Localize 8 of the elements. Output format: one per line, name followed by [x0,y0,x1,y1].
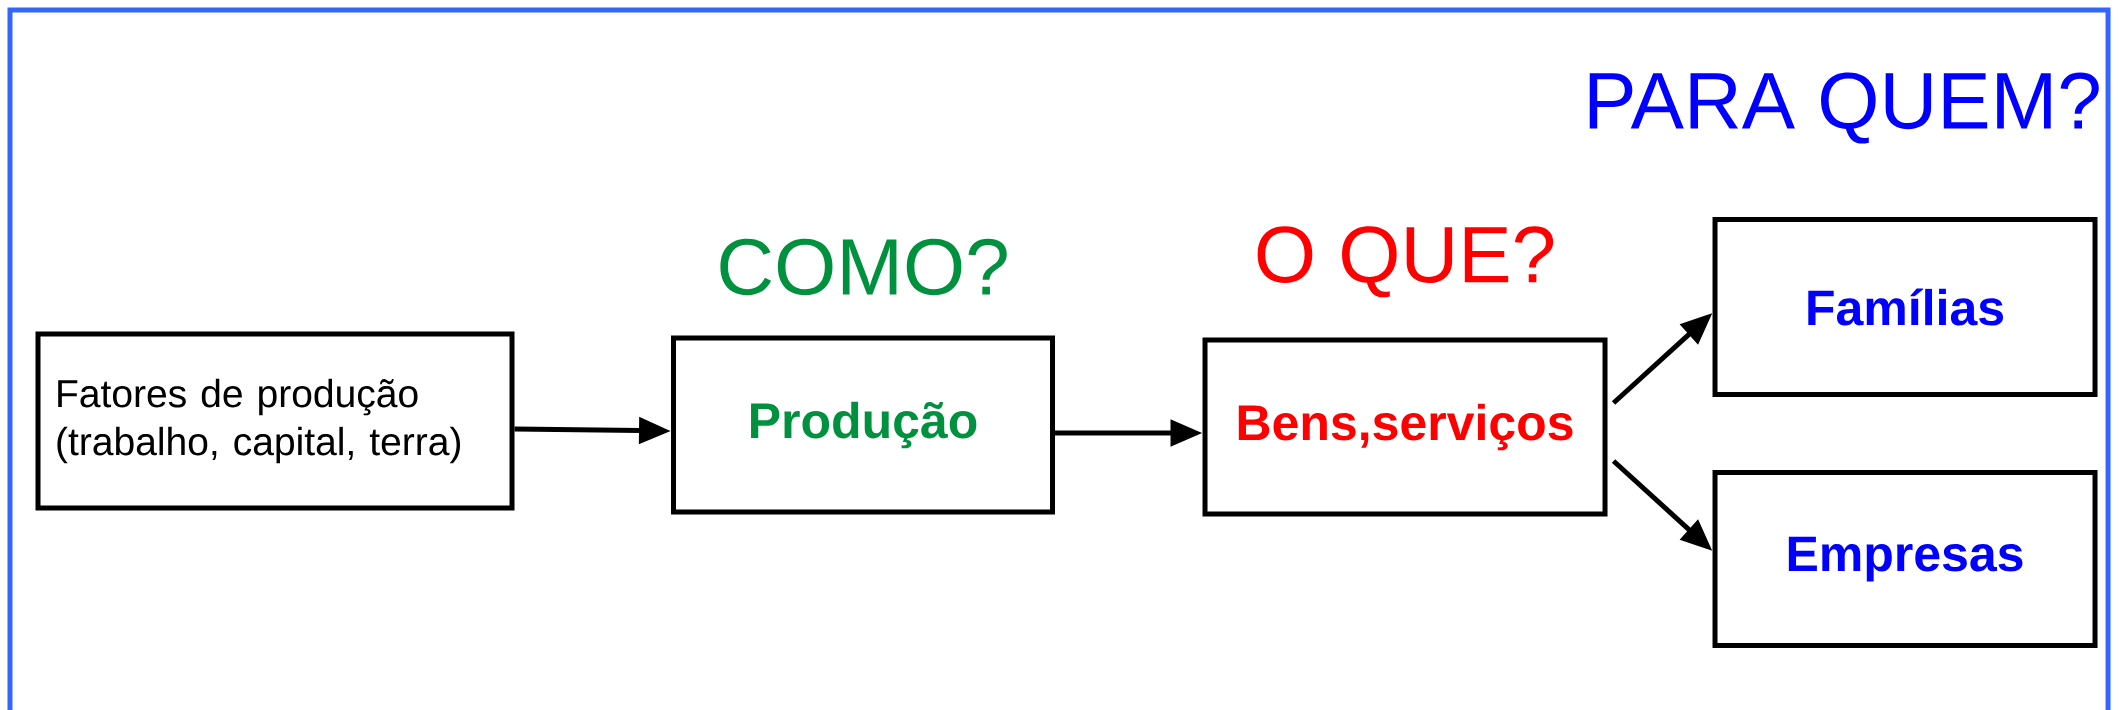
process-box: Produção [671,335,1055,515]
question-label: O QUE? [1257,226,1554,298]
process-box: Fatores de produção (trabalho, capital, terra) [35,331,515,511]
process-box: Bens,serviços [1202,337,1608,517]
question-label: PARA QUEM? [1589,72,2099,144]
process-box: Famílias [1712,217,2098,397]
question-label: COMO? [720,238,1007,296]
process-box: Empresas [1712,470,2098,648]
